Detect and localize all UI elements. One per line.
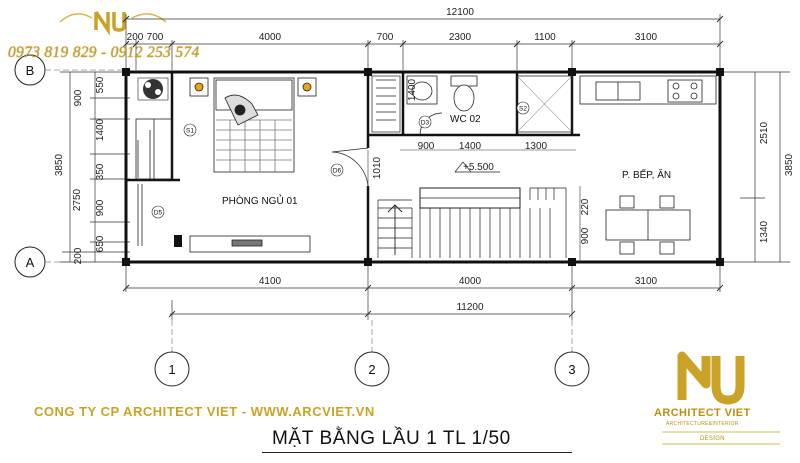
tv-console: [189, 235, 311, 253]
company-name: CONG TY CP ARCHITECT VIET - WWW.ARCVIET.…: [34, 404, 375, 419]
dim-top-2300: 2300: [449, 32, 472, 43]
logo-mark-top: [59, 11, 167, 36]
dim-top-1100: 1100: [534, 32, 556, 43]
tag-d3: D3: [418, 115, 432, 129]
svg-text:D5: D5: [154, 210, 163, 217]
dimension-lines-top: [125, 14, 721, 70]
level-marker: +5.500: [454, 161, 500, 173]
room-label-kitchen: P. BẾP, ĂN: [622, 168, 671, 181]
dim-bottom-4000: 4000: [459, 276, 482, 287]
dim-right-1340: 1340: [759, 220, 770, 243]
plant: [137, 77, 169, 101]
dim-stair-220: 220: [580, 198, 591, 215]
wardrobe: [135, 118, 173, 180]
dim-mid-900: 900: [418, 141, 435, 152]
axis-row-a: A: [14, 246, 126, 278]
dim-left-1400: 1400: [95, 118, 106, 141]
staircase: [377, 187, 567, 258]
dim-left-3850: 3850: [54, 153, 65, 176]
dim-wc-1400: 1400: [407, 78, 418, 101]
wc-fixtures: [406, 75, 573, 136]
brand-design: DESIGN: [700, 436, 725, 442]
drawing-title: MẶT BẰNG LẦU 1 TL 1/50: [272, 428, 511, 449]
dimension-lines-right: [720, 71, 790, 263]
dim-mid-1300: 1300: [525, 141, 548, 152]
room-label-wc: WC 02: [450, 114, 481, 125]
dimension-ticks-top: [122, 15, 724, 48]
dim-left-900a: 900: [73, 89, 84, 106]
dimension-lines-left: [60, 71, 130, 263]
axis-col-3: 3: [554, 320, 590, 387]
balcony-door: [137, 130, 151, 246]
dimension-lines-bottom: [125, 266, 721, 320]
dim-top-200: 200: [127, 32, 144, 43]
axis-row-b: B: [14, 54, 126, 86]
tag-s1: S1: [183, 123, 197, 137]
dim-top-700: 700: [377, 32, 394, 43]
dim-left-350: 350: [95, 163, 106, 180]
exterior-walls: [124, 70, 722, 264]
axis-label-a: A: [26, 255, 35, 270]
dim-top-3100: 3100: [635, 32, 658, 43]
level-label: +5.500: [463, 162, 494, 173]
svg-text:S1: S1: [186, 128, 194, 135]
kitchen-counter: [579, 75, 717, 105]
axis-col-2: 2: [354, 320, 390, 387]
dim-left-900b: 900: [95, 199, 106, 216]
dim-stair-900: 900: [580, 227, 591, 244]
dim-right-2510: 2510: [759, 121, 770, 144]
dim-mid-1010: 1010: [372, 156, 383, 179]
tag-d5: D5: [151, 205, 165, 219]
interior-dimension-lines: [367, 149, 581, 262]
svg-text:D6: D6: [333, 168, 342, 175]
axis-label-2: 2: [368, 362, 375, 377]
nightstands: [189, 77, 317, 97]
brand-name: ARCHITECT VIET: [654, 407, 751, 419]
dim-mid-1400: 1400: [459, 141, 482, 152]
axis-label-1: 1: [168, 362, 175, 377]
room-label-bedroom: PHÒNG NGỦ 01: [222, 194, 298, 207]
dimension-ticks-bottom: [122, 284, 724, 318]
dim-right-3850: 3850: [784, 153, 795, 176]
bed: [213, 77, 295, 173]
dim-top-total: 12100: [446, 7, 474, 18]
axis-label-3: 3: [568, 362, 575, 377]
title-underline: [262, 452, 572, 453]
axis-label-b: B: [26, 63, 35, 78]
axis-col-1: 1: [154, 320, 190, 387]
dim-left-550: 550: [95, 76, 106, 93]
svg-text:S2: S2: [519, 106, 527, 113]
dim-left-650: 650: [95, 235, 106, 252]
dim-left-200: 200: [73, 247, 84, 264]
dim-left-2750: 2750: [72, 188, 83, 211]
tag-s2: S2: [516, 101, 530, 115]
dim-bottom-11200: 11200: [456, 302, 484, 313]
dim-bottom-3100: 3100: [635, 276, 658, 287]
bedroom-door-arc: [331, 147, 369, 187]
svg-text:D3: D3: [421, 120, 430, 127]
interior-walls: [126, 72, 580, 262]
columns: [122, 68, 724, 266]
brand-subline: ARCHITECTURE&INTERIOR: [666, 421, 739, 427]
brand-logo: [662, 351, 780, 445]
dining-table: [605, 195, 691, 255]
dim-top-700-left: 700: [147, 32, 164, 43]
dim-bottom-4100: 4100: [259, 276, 282, 287]
dim-top-4000: 4000: [259, 32, 282, 43]
tag-d6: D6: [330, 163, 344, 177]
closet: [371, 75, 401, 133]
phone-numbers: 0973 819 829 - 0912 253 574: [8, 44, 200, 61]
